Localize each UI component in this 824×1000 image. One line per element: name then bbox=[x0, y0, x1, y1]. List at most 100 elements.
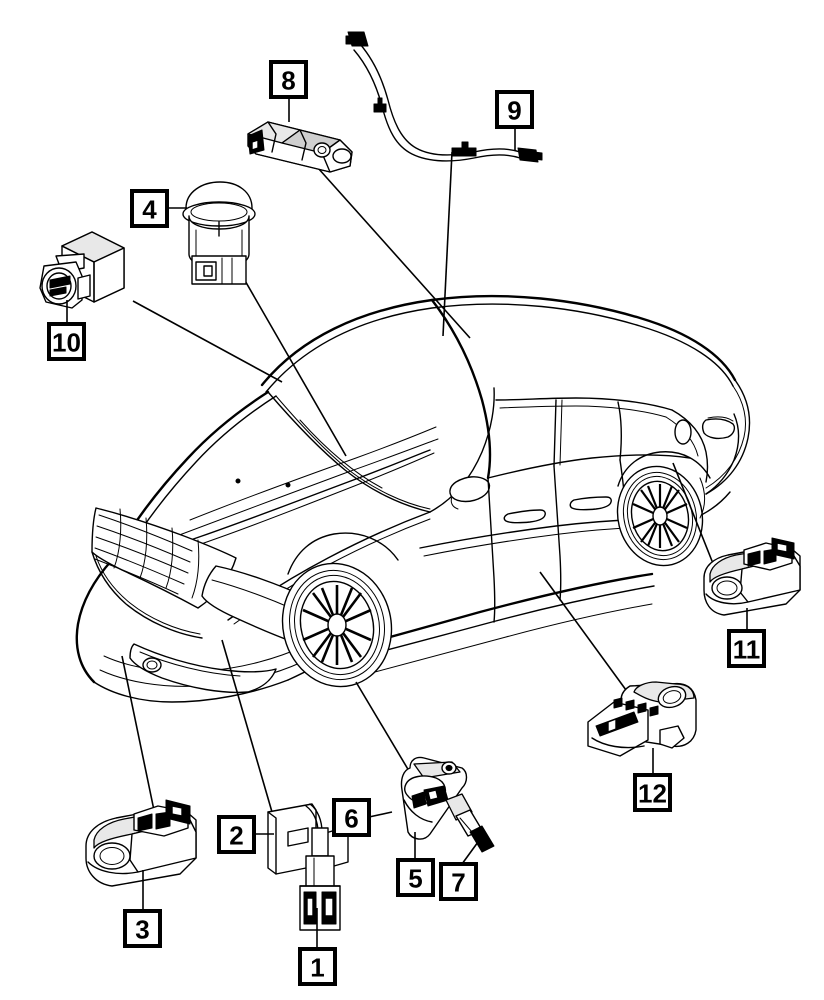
sensor4-flange-inner bbox=[190, 202, 248, 222]
c-pillar bbox=[671, 409, 709, 483]
harness-wire-upper bbox=[359, 43, 521, 156]
sensor11-lower-edge bbox=[705, 593, 749, 605]
side-glass-top bbox=[495, 397, 673, 411]
callout-6[interactable]: 6 bbox=[332, 798, 393, 837]
fuel-filler-door bbox=[674, 419, 692, 445]
callout-2-label: 2 bbox=[229, 821, 243, 851]
callout-7-box[interactable] bbox=[439, 862, 478, 901]
sensor11-mount-hole bbox=[711, 576, 743, 600]
windshield-left-pillar bbox=[267, 391, 431, 513]
windshield-right-edge bbox=[429, 387, 495, 513]
side-glass-top-inner bbox=[499, 405, 667, 418]
callout-10-box[interactable] bbox=[47, 322, 86, 361]
switch-body-upper bbox=[305, 855, 335, 889]
callout-12[interactable]: 12 bbox=[633, 748, 672, 812]
bracket-slot bbox=[287, 827, 309, 847]
callout-4-box[interactable] bbox=[130, 189, 169, 228]
leader-line-11 bbox=[672, 462, 715, 567]
c-pillar-glass-edge bbox=[617, 401, 623, 461]
hood-dot-a bbox=[235, 478, 241, 484]
sensor8-bottom-edge bbox=[255, 153, 331, 173]
mirror-stem bbox=[450, 496, 459, 510]
relay-connector-inner bbox=[46, 272, 72, 300]
callout-3[interactable]: 3 bbox=[123, 870, 162, 948]
callout-5-label: 5 bbox=[408, 864, 422, 894]
part-3-front-impact-sensor bbox=[85, 799, 197, 887]
callout-6-stem bbox=[368, 811, 393, 818]
callout-7-stem bbox=[461, 841, 479, 865]
fog-lamp bbox=[142, 657, 162, 673]
callout-5[interactable]: 5 bbox=[396, 832, 435, 897]
harness-clip-rear-stem bbox=[461, 141, 469, 150]
sensor12-connector-key bbox=[607, 718, 617, 733]
callout-10-label: 10 bbox=[52, 328, 81, 358]
callout-8-box[interactable] bbox=[269, 60, 308, 99]
leader-line-12 bbox=[539, 571, 627, 691]
tpms-stem-line-a bbox=[459, 817, 473, 833]
sensor8-mount-hole bbox=[332, 148, 352, 164]
b-pillar bbox=[553, 399, 557, 467]
rocker-line-3 bbox=[359, 603, 653, 677]
leader-lines-group bbox=[121, 151, 715, 821]
relay-pin-a bbox=[49, 275, 71, 289]
windshield-left-pillar-inner bbox=[275, 395, 431, 510]
callout-8-label: 8 bbox=[281, 66, 295, 96]
sensor11-mount-hole-inner bbox=[716, 580, 738, 596]
callout-1[interactable]: 1 bbox=[298, 908, 337, 986]
taillight bbox=[701, 418, 736, 440]
callout-2-box[interactable] bbox=[217, 815, 256, 854]
door-cut-front bbox=[487, 477, 496, 623]
part-9-wiring-harness bbox=[345, 31, 543, 163]
sensor12-mount-hole-inner bbox=[662, 690, 682, 704]
callout-11[interactable]: 11 bbox=[727, 608, 766, 668]
grille-lower-surround bbox=[91, 551, 203, 639]
a-pillar bbox=[430, 298, 492, 480]
b-pillar-inner bbox=[559, 399, 563, 466]
callout-9-box[interactable] bbox=[495, 90, 534, 129]
leader-line-10 bbox=[132, 300, 283, 383]
sensor11-pin-a bbox=[747, 550, 761, 567]
callout-12-box[interactable] bbox=[633, 773, 672, 812]
callout-3-box[interactable] bbox=[123, 909, 162, 948]
part-12-side-impact-sensor-door bbox=[587, 681, 697, 757]
callout-boxes: 1 2 3 4 5 6 7 bbox=[47, 60, 766, 986]
sensor12-lower-edge bbox=[591, 737, 645, 749]
callout-9[interactable]: 9 bbox=[495, 90, 534, 150]
hood-dot-b bbox=[285, 482, 291, 488]
beltline-upper bbox=[487, 454, 691, 479]
callout-3-label: 3 bbox=[135, 915, 149, 945]
front-wheel-arch bbox=[287, 532, 399, 575]
sensor8-connector-pin bbox=[251, 139, 259, 151]
callout-7[interactable]: 7 bbox=[439, 841, 479, 901]
part-8-rollover-sensor bbox=[247, 121, 353, 173]
rear-quarter-edge bbox=[705, 413, 740, 495]
sensor11-connector-slot bbox=[776, 542, 788, 553]
sensor8-boss bbox=[313, 142, 331, 158]
callout-4[interactable]: 4 bbox=[130, 189, 187, 228]
rear-wheel-hub bbox=[652, 506, 668, 526]
callout-6-box[interactable] bbox=[332, 798, 371, 837]
grille-lower-surround-inner bbox=[95, 555, 201, 635]
callout-2[interactable]: 2 bbox=[217, 815, 274, 854]
callout-11-label: 11 bbox=[733, 635, 761, 665]
sensor8-edge-b bbox=[299, 129, 307, 161]
callout-5-box[interactable] bbox=[396, 858, 435, 897]
roof-inner-line bbox=[265, 303, 734, 393]
harness-connector-top-tab bbox=[345, 35, 353, 45]
callout-1-box[interactable] bbox=[298, 947, 337, 986]
callout-10[interactable]: 10 bbox=[47, 300, 86, 361]
rear-wheel-arch bbox=[617, 451, 711, 487]
part-11-side-impact-sensor-rear bbox=[703, 537, 801, 616]
switch-cavity-window-b bbox=[324, 897, 334, 917]
door-cut-rear bbox=[553, 465, 562, 601]
sensor12-connector-band bbox=[595, 711, 639, 737]
front-wheel bbox=[281, 532, 399, 688]
sensor12-pin-row bbox=[613, 697, 659, 717]
leader-line-4 bbox=[239, 271, 347, 457]
callout-8[interactable]: 8 bbox=[269, 60, 308, 122]
harness-connector-end-tip bbox=[533, 151, 543, 161]
callout-11-box[interactable] bbox=[727, 629, 766, 668]
sensor3-lower-edge bbox=[87, 861, 139, 875]
